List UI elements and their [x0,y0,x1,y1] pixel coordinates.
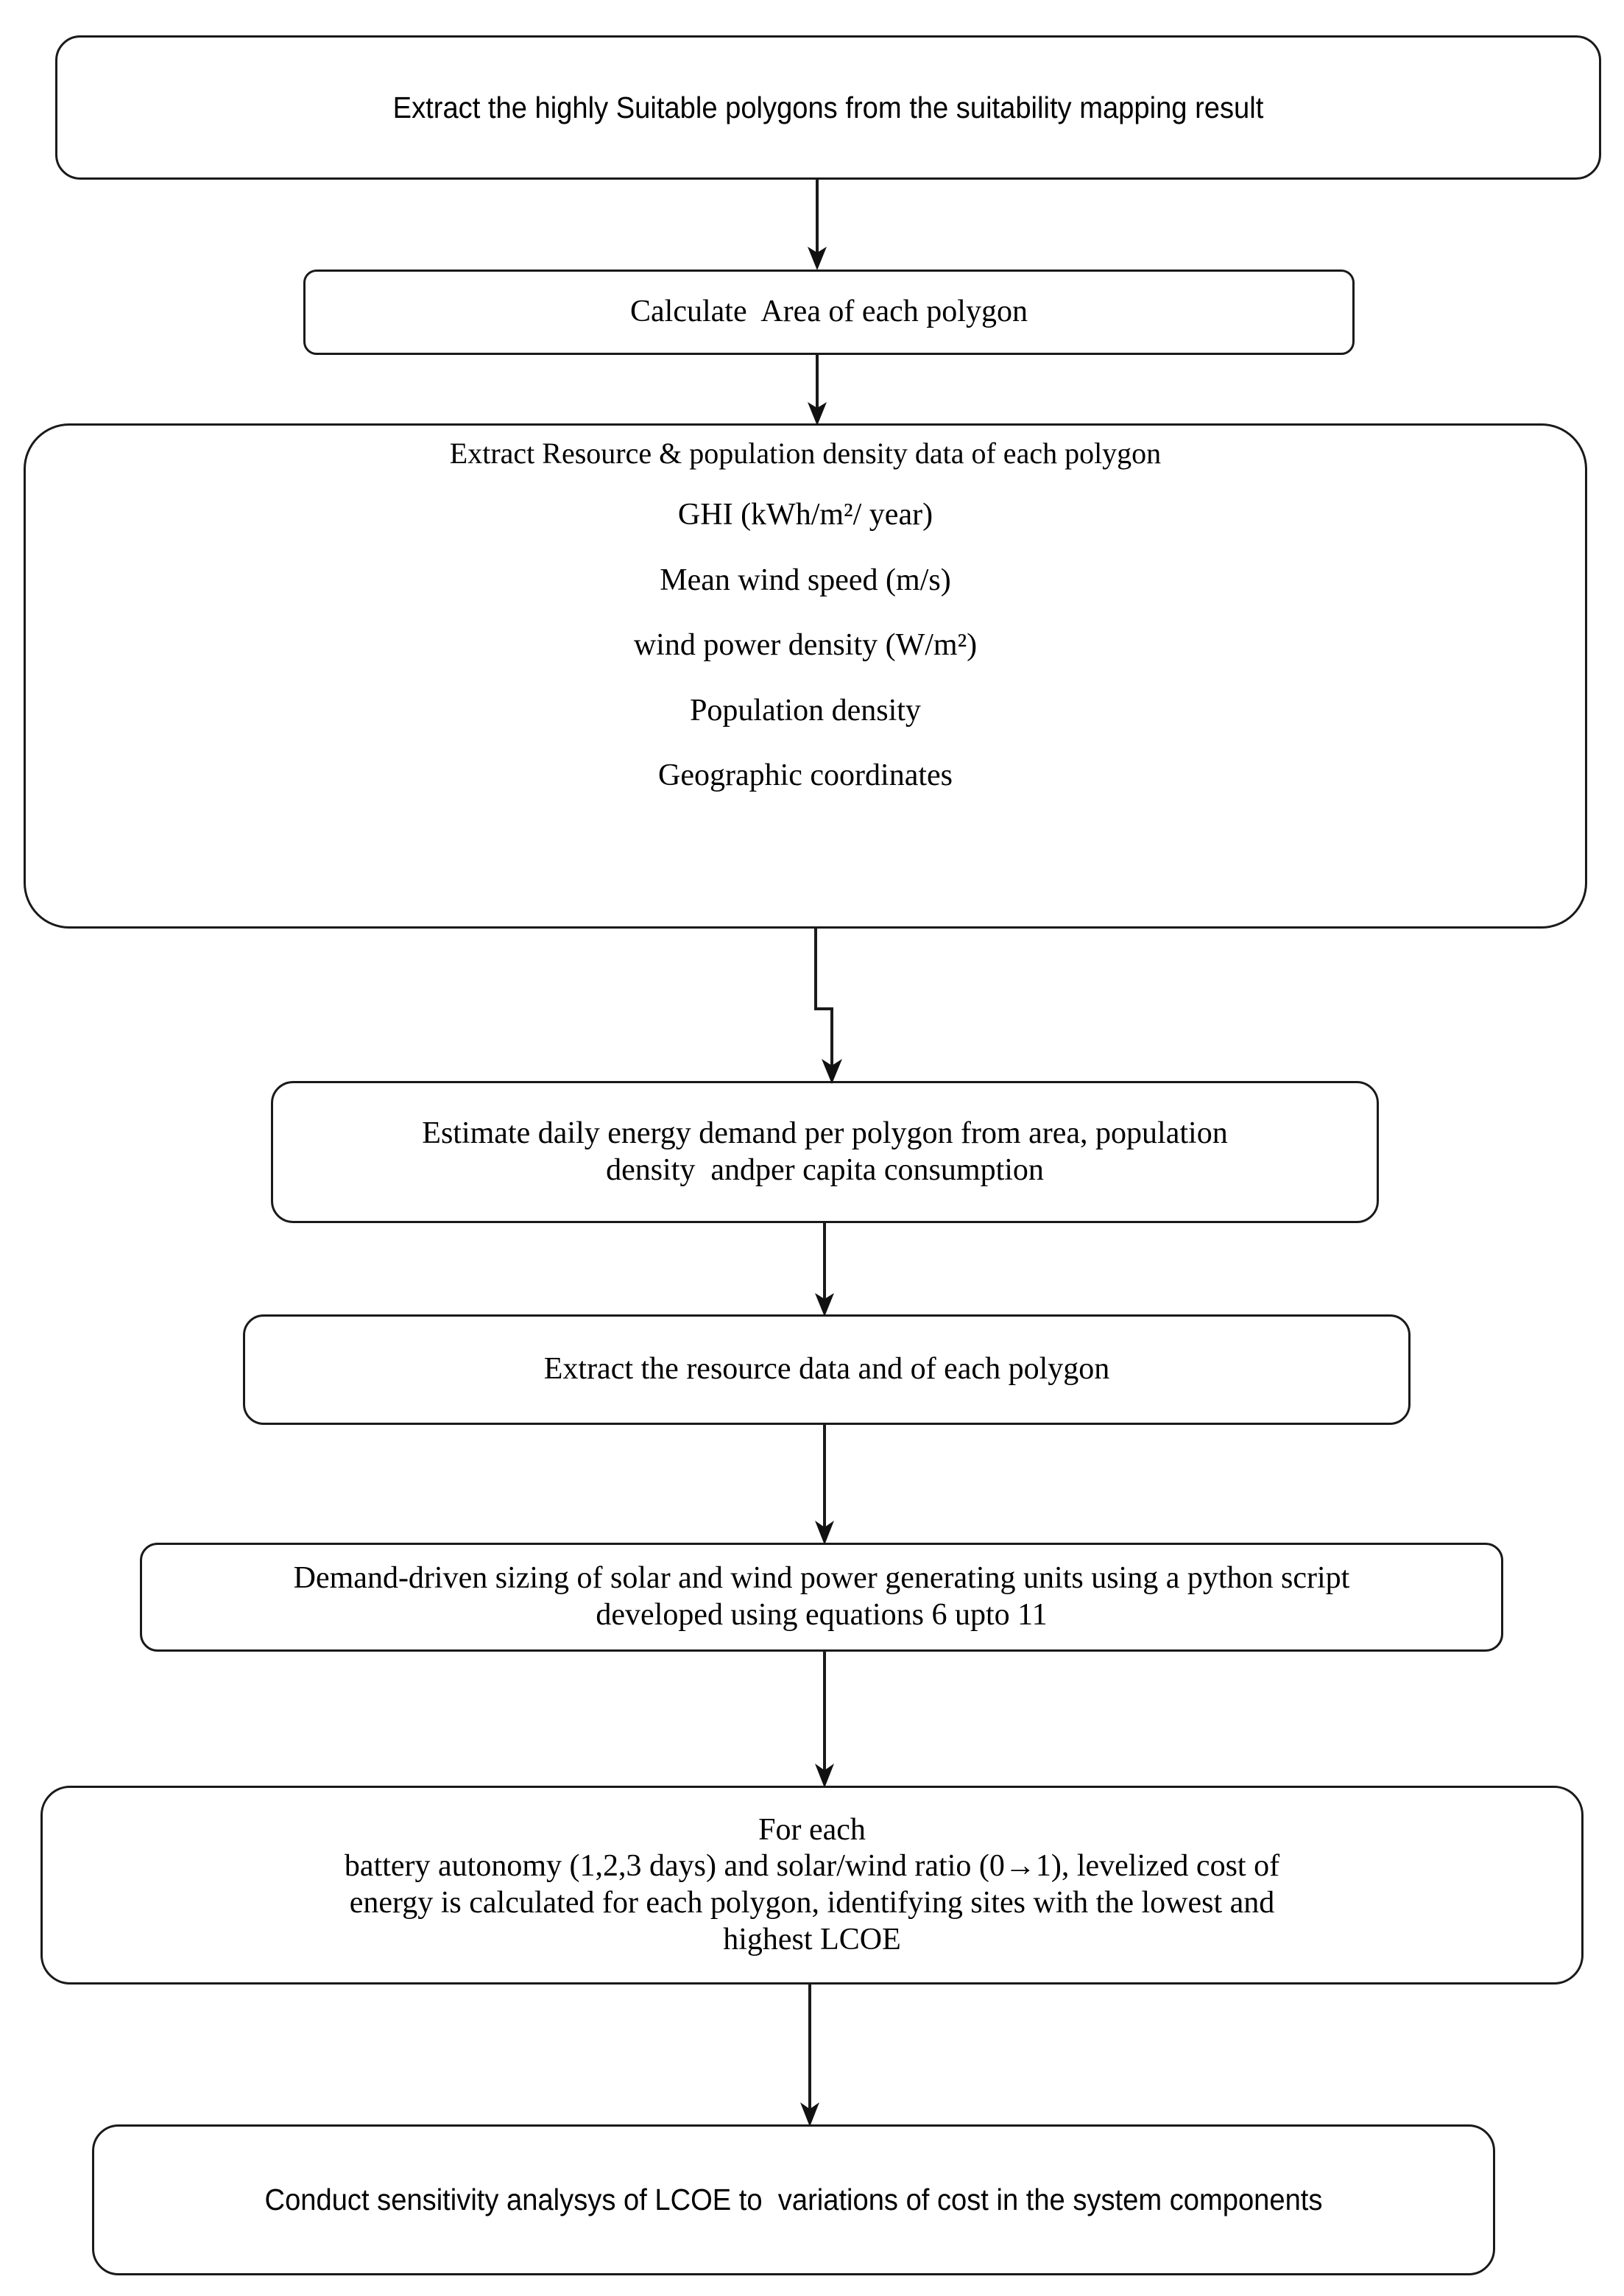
arrow-extract-resource-each-to-sizing-units [802,1425,847,1546]
node-lcoe-calculation: For each battery autonomy (1,2,3 days) a… [40,1786,1584,1985]
node-text-line: Conduct sensitivity analysys of LCOE to … [264,2183,1323,2217]
node-text-line: density andper capita consumption [606,1152,1044,1187]
node-extract-resource-data: Extract Resource & population density da… [24,423,1587,929]
node-text-line: highest LCOE [723,1922,901,1957]
node-text-line: Mean wind speed (m/s) [660,563,951,597]
node-text-line: GHI (kWh/m²/ year) [677,498,933,532]
node-text-line: Extract Resource & population density da… [449,437,1162,470]
arrow-calculate-area-to-extract-resource-data [795,353,839,427]
node-sensitivity-analysis: Conduct sensitivity analysys of LCOE to … [92,2124,1495,2275]
node-text-line: developed using equations 6 upto 11 [596,1598,1048,1632]
node-text-line: For each [758,1812,866,1847]
node-estimate-demand: Estimate daily energy demand per polygon… [271,1081,1379,1223]
node-calculate-area: Calculate Area of each polygon [303,270,1355,355]
arrow-extract-suitable-to-calculate-area [795,179,839,272]
arrow-lcoe-calculation-to-sensitivity-analysis [788,1985,832,2128]
arrow-estimate-demand-to-extract-resource-each [802,1222,847,1318]
node-text-line: Calculate Area of each polygon [630,295,1028,329]
arrow-sizing-units-to-lcoe-calculation [802,1652,847,1789]
node-text-line: wind power density (W/m²) [633,628,978,663]
node-text-line: Geographic coordinates [657,758,953,793]
node-sizing-units: Demand-driven sizing of solar and wind p… [140,1543,1503,1652]
node-text-line: Demand-driven sizing of solar and wind p… [293,1561,1350,1596]
node-text-line: Extract the highly Suitable polygons fro… [392,90,1264,124]
node-extract-suitable: Extract the highly Suitable polygons fro… [55,35,1601,180]
node-text-line: battery autonomy (1,2,3 days) and solar/… [344,1849,1280,1884]
node-extract-resource-each: Extract the resource data and of each po… [243,1314,1411,1425]
node-text-line: Extract the resource data and of each po… [543,1352,1110,1387]
arrow-extract-resource-data-to-estimate-demand [780,928,861,1086]
node-text-line: Estimate daily energy demand per polygon… [422,1116,1228,1150]
node-text-line: Population density [690,693,921,728]
node-text-line: energy is calculated for each polygon, i… [349,1886,1275,1920]
